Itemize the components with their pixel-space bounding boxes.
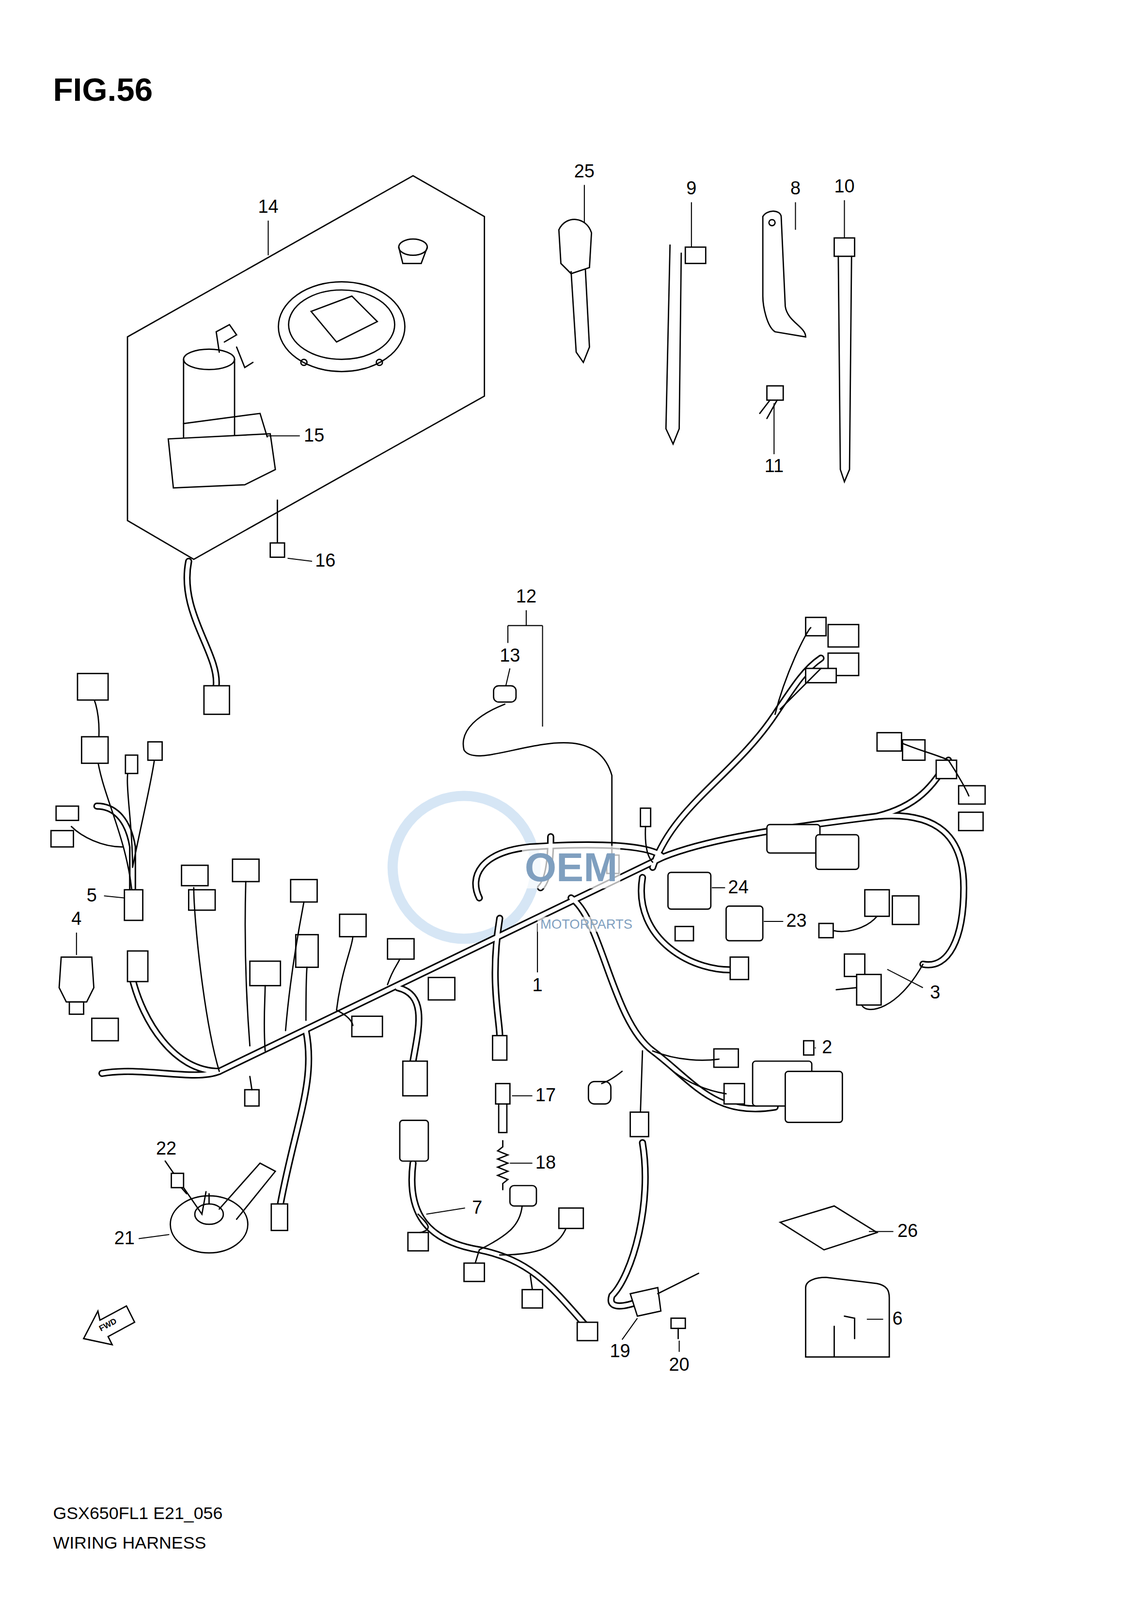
callout-number: 17 xyxy=(535,1085,556,1105)
callout-number: 12 xyxy=(516,587,537,606)
callout-number: 7 xyxy=(471,1198,483,1217)
callout-number: 21 xyxy=(114,1228,135,1248)
callout-number: 11 xyxy=(764,456,784,476)
callout-number: 14 xyxy=(257,197,279,217)
callout-number: 22 xyxy=(156,1139,177,1158)
callout-number: 2 xyxy=(821,1037,833,1057)
callout-number: 13 xyxy=(499,646,520,665)
callout-number: 15 xyxy=(303,426,325,445)
callout-number: 19 xyxy=(609,1342,630,1361)
callout-number: 8 xyxy=(790,179,801,198)
watermark: OEM xyxy=(521,845,621,889)
figure-title: FIG.56 xyxy=(52,73,153,107)
callout-number: 23 xyxy=(786,911,807,930)
callout-number: 16 xyxy=(314,551,336,571)
callout-number: 4 xyxy=(71,909,82,928)
callout-number: 25 xyxy=(574,162,595,181)
figure-caption: WIRING HARNESS xyxy=(52,1534,206,1552)
callout-number: 24 xyxy=(728,878,749,897)
callout-number: 18 xyxy=(535,1153,556,1172)
watermark: MOTORPARTS xyxy=(537,916,636,932)
callout-number: 10 xyxy=(833,177,855,196)
callout-number: 1 xyxy=(532,975,543,995)
callout-number: 3 xyxy=(929,983,941,1002)
callout-number: 5 xyxy=(86,886,97,905)
callout-number: 9 xyxy=(686,179,697,198)
model-code: GSX650FL1 E21_056 xyxy=(52,1504,223,1523)
callout-number: 6 xyxy=(892,1309,903,1328)
callout-number: 26 xyxy=(897,1221,918,1241)
callout-number: 20 xyxy=(669,1355,690,1374)
